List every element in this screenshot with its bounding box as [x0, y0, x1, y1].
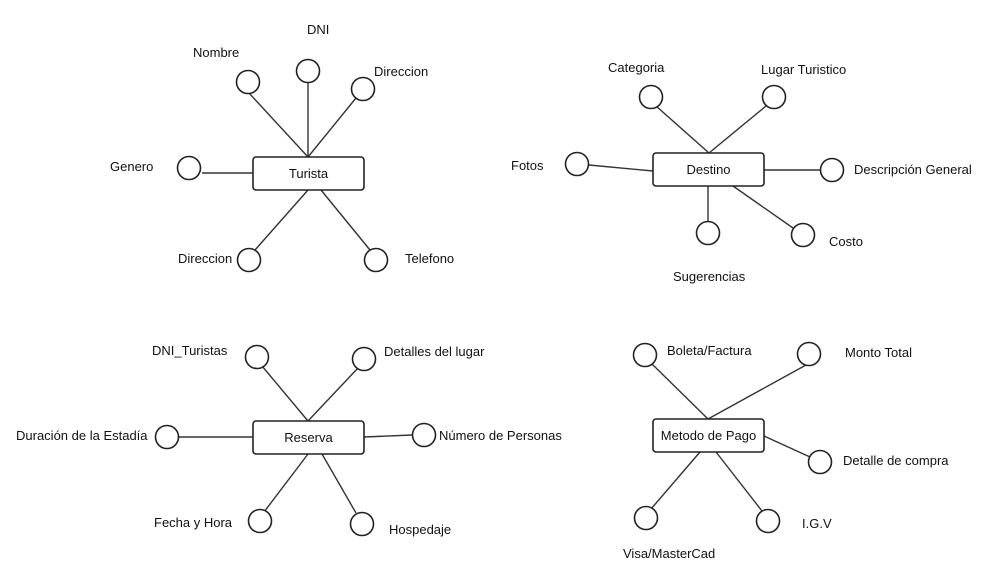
attribute-circle-destino-fotos[interactable]	[564, 151, 590, 177]
entity-label-destino: Destino	[686, 162, 730, 177]
attribute-label-turista-direccion-bottom: Direccion	[178, 251, 232, 266]
attribute-circle-turista-nombre[interactable]	[235, 69, 261, 95]
attribute-label-pago-visa-mastercad: Visa/MasterCad	[623, 546, 715, 561]
entity-group-metodo-de-pago: Metodo de Pago Boleta/Factura Monto Tota…	[623, 341, 949, 561]
attribute-label-pago-detalle-compra: Detalle de compra	[843, 453, 949, 468]
attribute-circle-reserva-duracion-estadia[interactable]	[154, 424, 180, 450]
attribute-circle-reserva-dni-turistas[interactable]	[244, 344, 270, 370]
attribute-label-pago-igv: I.G.V	[802, 516, 832, 531]
attribute-label-reserva-detalles-del-lugar: Detalles del lugar	[384, 344, 485, 359]
attribute-circle-pago-monto-total[interactable]	[796, 341, 822, 367]
attribute-label-pago-boleta-factura: Boleta/Factura	[667, 343, 752, 358]
entity-group-destino: Destino Categoria Lugar Turistico Fotos …	[511, 60, 972, 284]
attribute-circle-turista-direccion-top[interactable]	[350, 76, 376, 102]
attribute-label-turista-direccion-top: Direccion	[374, 64, 428, 79]
attribute-circle-destino-lugar-turistico[interactable]	[761, 84, 787, 110]
attribute-label-reserva-duracion-estadia: Duración de la Estadía	[16, 428, 148, 443]
attribute-circle-turista-direccion-bottom[interactable]	[236, 247, 262, 273]
attribute-label-destino-descripcion-general: Descripción General	[854, 162, 972, 177]
entity-label-turista: Turista	[289, 166, 329, 181]
attribute-label-destino-categoria: Categoria	[608, 60, 665, 75]
attribute-circle-pago-boleta-factura[interactable]	[632, 342, 658, 368]
entity-label-reserva: Reserva	[284, 430, 333, 445]
attribute-label-destino-lugar-turistico: Lugar Turistico	[761, 62, 846, 77]
attribute-label-reserva-dni-turistas: DNI_Turistas	[152, 343, 228, 358]
entity-box-destino[interactable]	[652, 152, 765, 187]
attribute-circle-pago-detalle-compra[interactable]	[807, 449, 833, 475]
attribute-circle-reserva-numero-personas[interactable]	[411, 422, 437, 448]
entity-group-reserva: Reserva DNI_Turistas Detalles del lugar …	[16, 343, 562, 537]
entity-label-metodo-de-pago: Metodo de Pago	[661, 428, 756, 443]
entity-box-turista[interactable]	[252, 156, 365, 191]
attribute-circle-turista-telefono[interactable]	[363, 247, 389, 273]
attribute-label-pago-monto-total: Monto Total	[845, 345, 912, 360]
attribute-circle-destino-sugerencias[interactable]	[695, 220, 721, 246]
attribute-circle-reserva-hospedaje[interactable]	[349, 511, 375, 537]
attribute-label-destino-fotos: Fotos	[511, 158, 544, 173]
attribute-label-turista-telefono: Telefono	[405, 251, 454, 266]
attribute-label-reserva-fecha-hora: Fecha y Hora	[154, 515, 233, 530]
attribute-label-turista-nombre: Nombre	[193, 45, 239, 60]
attribute-label-destino-costo: Costo	[829, 234, 863, 249]
attribute-circle-destino-costo[interactable]	[790, 222, 816, 248]
attribute-circle-pago-igv[interactable]	[755, 508, 781, 534]
attribute-circle-reserva-fecha-hora[interactable]	[247, 508, 273, 534]
attribute-circle-destino-descripcion-general[interactable]	[819, 157, 845, 183]
entity-group-turista: Turista Nombre DNI Direccion Genero Dire…	[110, 22, 454, 273]
entity-box-reserva[interactable]	[252, 420, 365, 455]
attribute-circle-destino-categoria[interactable]	[638, 84, 664, 110]
attribute-label-reserva-numero-personas: Número de Personas	[439, 428, 562, 443]
entity-box-metodo-de-pago[interactable]	[652, 418, 765, 453]
attribute-label-turista-genero: Genero	[110, 159, 153, 174]
attribute-label-reserva-hospedaje: Hospedaje	[389, 522, 451, 537]
attribute-circle-turista-dni[interactable]	[295, 58, 321, 84]
attribute-circle-turista-genero[interactable]	[176, 155, 202, 181]
attribute-label-destino-sugerencias: Sugerencias	[673, 269, 746, 284]
attribute-label-turista-dni: DNI	[307, 22, 329, 37]
attribute-circle-pago-visa-mastercad[interactable]	[633, 505, 659, 531]
attribute-circle-reserva-detalles-del-lugar[interactable]	[351, 346, 377, 372]
